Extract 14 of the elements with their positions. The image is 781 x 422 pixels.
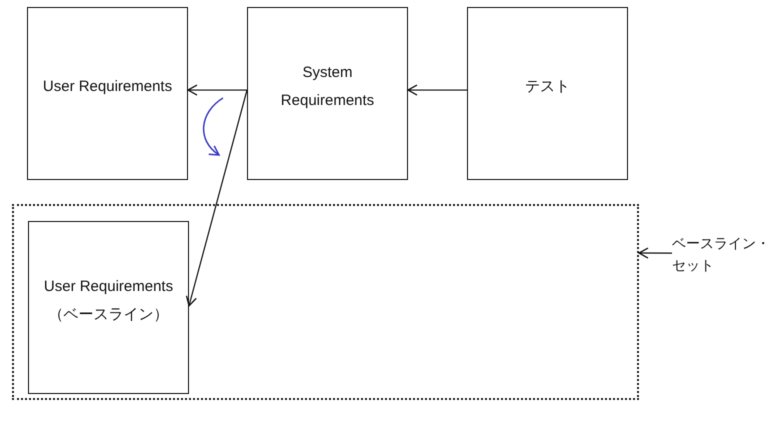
box-label: System Requirements xyxy=(280,62,376,110)
box-label: User Requirements xyxy=(42,76,172,96)
process-box xyxy=(467,7,628,180)
box-label: テスト xyxy=(525,76,570,96)
process-box xyxy=(247,7,408,180)
process-box xyxy=(27,7,188,180)
dotted-group-box xyxy=(12,204,639,400)
process-box xyxy=(28,221,189,394)
arrow xyxy=(186,90,248,306)
arrow xyxy=(187,84,247,96)
arrow xyxy=(407,84,467,96)
box-label: User Requirements （ベースライン） xyxy=(42,276,174,324)
arrow xyxy=(638,247,672,259)
annotation-text: ベースライン・セット xyxy=(672,235,770,273)
